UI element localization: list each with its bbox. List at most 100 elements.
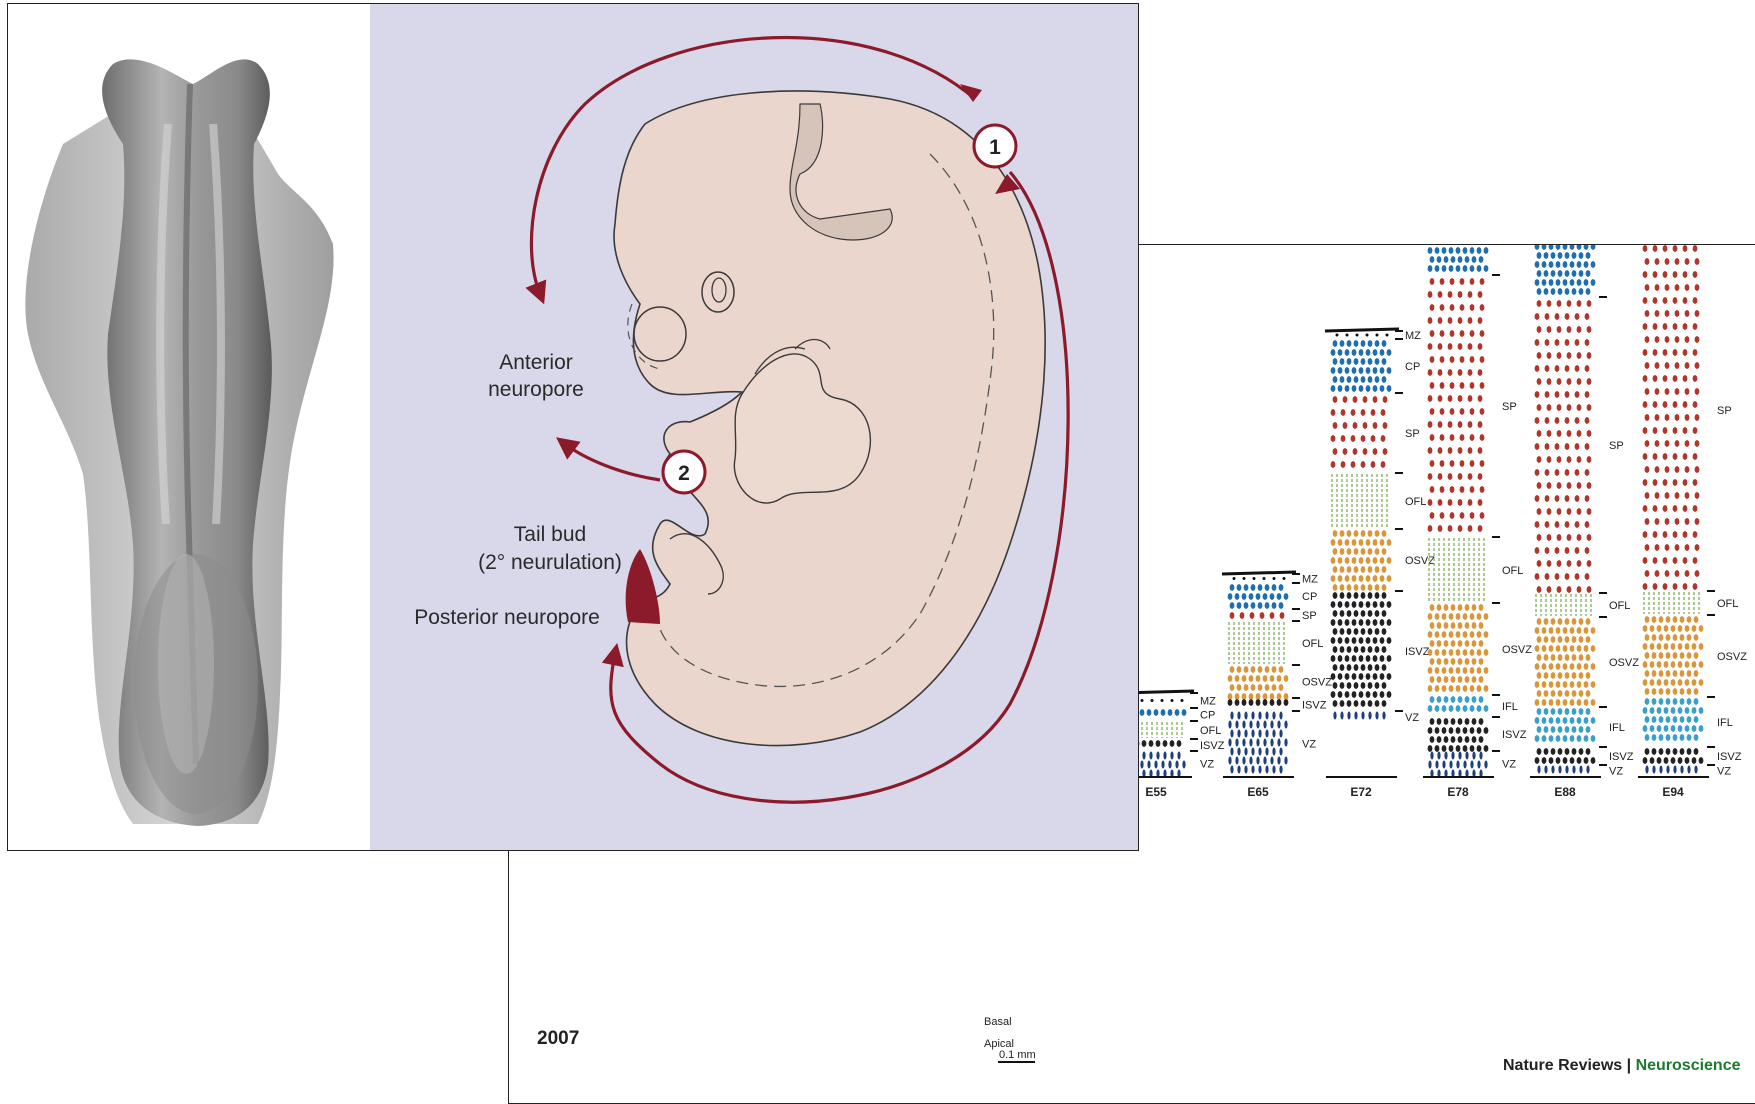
- layer-sp-cells: [1643, 245, 1700, 590]
- layer-label-osvz: OSVZ: [1717, 651, 1747, 663]
- marker-1-label: 1: [989, 136, 1001, 159]
- layer-label-mz: MZ: [1405, 330, 1421, 342]
- layer-isvz-cells: [1428, 718, 1489, 752]
- layer-mz-cells: [1233, 577, 1286, 580]
- basal-label: Basal: [984, 1016, 1012, 1028]
- layer-sp-cells: [1535, 300, 1592, 593]
- neural-tube-micrograph: [8, 4, 370, 850]
- anterior-label-line1: Anterior: [499, 351, 573, 374]
- layer-ofl-cells: [1332, 474, 1387, 528]
- layer-isvz-cells: [1228, 699, 1289, 706]
- layer-label-ofl: OFL: [1302, 638, 1323, 650]
- layer-label-cp: CP: [1200, 710, 1215, 722]
- layer-label-osvz: OSVZ: [1502, 644, 1532, 656]
- stage-column-e78: MZCPSPOFLOSVZIFLISVZVZE78: [1422, 245, 1532, 799]
- stage-column-e88: MZCPSPOFLOSVZIFLISVZVZE88: [1529, 245, 1639, 799]
- tail-bud-label-line2: (2° neurulation): [478, 551, 622, 574]
- layer-mz-cells: [1336, 334, 1389, 337]
- layer-label-sp: SP: [1717, 405, 1732, 417]
- layer-osvz-cells: [1535, 618, 1596, 706]
- layer-sp-cells: [1230, 612, 1285, 619]
- layer-label-ifl: IFL: [1502, 701, 1518, 713]
- layer-label-vz: VZ: [1717, 766, 1731, 778]
- layer-label-mz: MZ: [1200, 696, 1216, 708]
- layer-label-ofl: OFL: [1609, 600, 1630, 612]
- stage-label: E94: [1662, 785, 1684, 799]
- layer-label-ofl: OFL: [1200, 725, 1221, 737]
- layer-label-isvz: ISVZ: [1717, 751, 1742, 763]
- layer-label-isvz: ISVZ: [1609, 751, 1634, 763]
- layer-label-osvz: OSVZ: [1405, 555, 1435, 567]
- layer-ifl-cells: [1428, 696, 1489, 712]
- embryo-diagram: 1 2 Anterior neuropore Tail bud (2° neur…: [370, 4, 1139, 850]
- layer-cp-cells: [1428, 245, 1489, 272]
- layer-osvz-cells: [1331, 530, 1392, 591]
- neurulation-panel: 1 2 Anterior neuropore Tail bud (2° neur…: [7, 3, 1139, 851]
- stage-column-e94: MZCPSPOFLOSVZIFLISVZVZE94: [1637, 245, 1747, 799]
- layer-label-ofl: OFL: [1717, 598, 1738, 610]
- layer-label-sp: SP: [1405, 428, 1420, 440]
- layer-ofl-cells: [1644, 592, 1699, 614]
- sem-neural-tube-image: [8, 4, 370, 850]
- layer-isvz-cells: [1643, 748, 1704, 764]
- layer-label-mz: MZ: [1302, 574, 1318, 586]
- layer-label-isvz: ISVZ: [1405, 646, 1430, 658]
- layer-label-vz: VZ: [1502, 759, 1516, 771]
- marker-2-label: 2: [678, 462, 690, 485]
- layer-label-isvz: ISVZ: [1502, 729, 1527, 741]
- layer-isvz-cells: [1331, 592, 1392, 707]
- layer-ofl-cells: [1429, 538, 1484, 602]
- scale-bar-label: 0.1 mm: [999, 1049, 1036, 1061]
- layer-label-osvz: OSVZ: [1302, 677, 1332, 689]
- layer-label-sp: SP: [1502, 401, 1517, 413]
- figure-year: 2007: [537, 1028, 579, 1050]
- layer-cp-cells: [1228, 584, 1289, 609]
- layer-ifl-cells: [1535, 708, 1596, 742]
- stage-label: E55: [1145, 785, 1167, 799]
- layer-ofl-cells: [1536, 594, 1591, 616]
- tail-bud-label-line1: Tail bud: [514, 523, 586, 546]
- stage-label: E78: [1447, 785, 1469, 799]
- layer-osvz-cells: [1643, 616, 1704, 695]
- pial-surface-line: [1325, 329, 1399, 331]
- layer-vz-cells: [1645, 766, 1697, 774]
- journal-credit: Nature Reviews | Neuroscience: [1503, 1057, 1741, 1075]
- anterior-label-line2: neuropore: [488, 378, 584, 401]
- layer-label-ofl: OFL: [1502, 565, 1523, 577]
- pial-surface-line: [1222, 572, 1296, 574]
- neurulation-diagram: 1 2 Anterior neuropore Tail bud (2° neur…: [370, 4, 1139, 850]
- layer-label-isvz: ISVZ: [1302, 700, 1327, 712]
- layer-osvz-cells: [1228, 666, 1289, 700]
- layer-sp-cells: [1428, 278, 1485, 532]
- credit-journal: Nature Reviews: [1503, 1057, 1622, 1074]
- layer-label-ifl: IFL: [1609, 722, 1625, 734]
- layer-sp-cells: [1331, 396, 1388, 468]
- arrow-anterior-neuropore: [565, 444, 660, 480]
- layer-vz-cells: [1428, 752, 1487, 778]
- layer-vz-cells: [1333, 712, 1385, 720]
- layer-label-sp: SP: [1302, 610, 1317, 622]
- layer-label-cp: CP: [1405, 361, 1420, 373]
- credit-section: Neuroscience: [1636, 1057, 1741, 1074]
- layer-cp-cells: [1331, 340, 1392, 392]
- stage-label: E65: [1247, 785, 1269, 799]
- layer-label-vz: VZ: [1302, 739, 1316, 751]
- layer-ifl-cells: [1643, 698, 1704, 741]
- stage-label: E88: [1554, 785, 1576, 799]
- layer-vz-cells: [1228, 712, 1287, 774]
- layer-label-vz: VZ: [1405, 712, 1419, 724]
- layer-label-vz: VZ: [1609, 766, 1623, 778]
- layer-label-cp: CP: [1302, 591, 1317, 603]
- layer-isvz-cells: [1535, 748, 1596, 764]
- credit-separator: |: [1627, 1057, 1631, 1074]
- layer-vz-cells: [1537, 766, 1589, 774]
- layer-label-isvz: ISVZ: [1200, 740, 1225, 752]
- layer-label-ofl: OFL: [1405, 496, 1426, 508]
- posterior-neuropore-label: Posterior neuropore: [414, 606, 600, 629]
- stage-column-e65: MZ CP SP OFL OSVZ ISVZ VZ E65: [1222, 572, 1332, 799]
- layer-label-sp: SP: [1609, 440, 1624, 452]
- layer-cp-cells: [1535, 245, 1596, 295]
- layer-ofl-cells: [1229, 622, 1284, 664]
- stage-label: E72: [1350, 785, 1372, 799]
- layer-label-ifl: IFL: [1717, 717, 1733, 729]
